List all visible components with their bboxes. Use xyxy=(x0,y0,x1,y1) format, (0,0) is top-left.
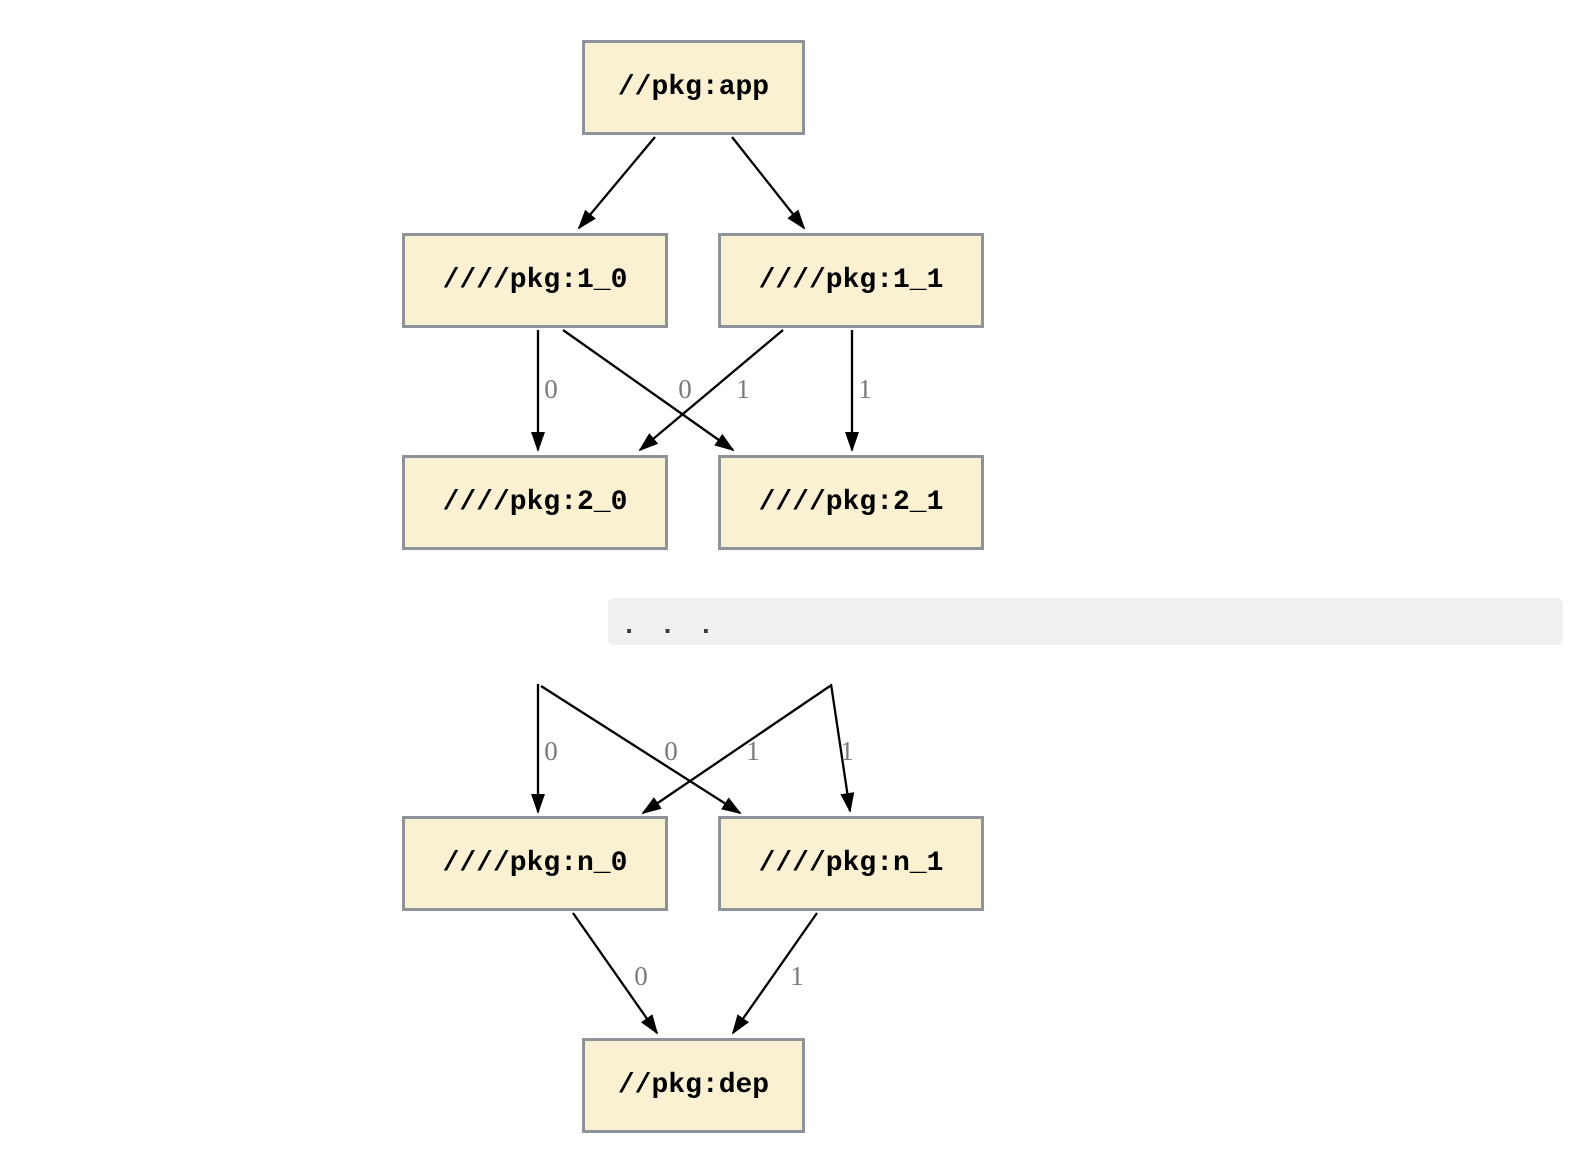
edge-label: 0 xyxy=(664,736,678,766)
node-label: ////pkg:2_1 xyxy=(758,487,944,518)
edge-dots-to-n_0-cross xyxy=(641,685,831,815)
edge-n_1-to-dep xyxy=(731,912,818,1035)
edge-n_0-to-dep xyxy=(572,912,659,1035)
edge-label: 0 xyxy=(678,374,692,404)
edge-dots-to-n_1-straight xyxy=(829,683,855,813)
node-label: ////pkg:2_0 xyxy=(442,487,628,518)
edge-label: 0 xyxy=(634,961,648,991)
edge-label: 0 xyxy=(544,374,558,404)
node-label: ////pkg:1_0 xyxy=(442,265,628,296)
node-pkg-1_1: ////pkg:1_1 xyxy=(718,233,984,328)
edge-app-to-1_0 xyxy=(577,136,656,230)
node-pkg-2_1: ////pkg:2_1 xyxy=(718,455,984,550)
edge-1_0-to-2_1 xyxy=(562,329,735,452)
node-label: //pkg:dep xyxy=(617,1070,770,1101)
edge-label: 1 xyxy=(840,736,854,766)
node-label: //pkg:app xyxy=(617,72,770,103)
node-pkg-dep: //pkg:dep xyxy=(582,1038,805,1133)
ellipsis-label: . . . xyxy=(621,611,718,642)
node-pkg-n_0: ////pkg:n_0 xyxy=(402,816,668,911)
node-pkg-n_1: ////pkg:n_1 xyxy=(718,816,984,911)
edge-label: 1 xyxy=(736,374,750,404)
node-label: ////pkg:n_1 xyxy=(758,848,944,879)
edge-label: 1 xyxy=(790,961,804,991)
node-pkg-app: //pkg:app xyxy=(582,40,805,135)
node-label: ////pkg:n_0 xyxy=(442,848,628,879)
node-label: ////pkg:1_1 xyxy=(758,265,944,296)
node-pkg-2_0: ////pkg:2_0 xyxy=(402,455,668,550)
ellipsis-bar: . . . xyxy=(608,598,1563,645)
edge-dots-to-n_1-cross xyxy=(540,685,742,815)
edge-label: 1 xyxy=(746,736,760,766)
edge-1_1-to-2_0 xyxy=(638,329,784,452)
edge-label: 0 xyxy=(544,736,558,766)
node-pkg-1_0: ////pkg:1_0 xyxy=(402,233,668,328)
edge-app-to-1_1 xyxy=(731,136,806,230)
edge-label: 1 xyxy=(858,374,872,404)
